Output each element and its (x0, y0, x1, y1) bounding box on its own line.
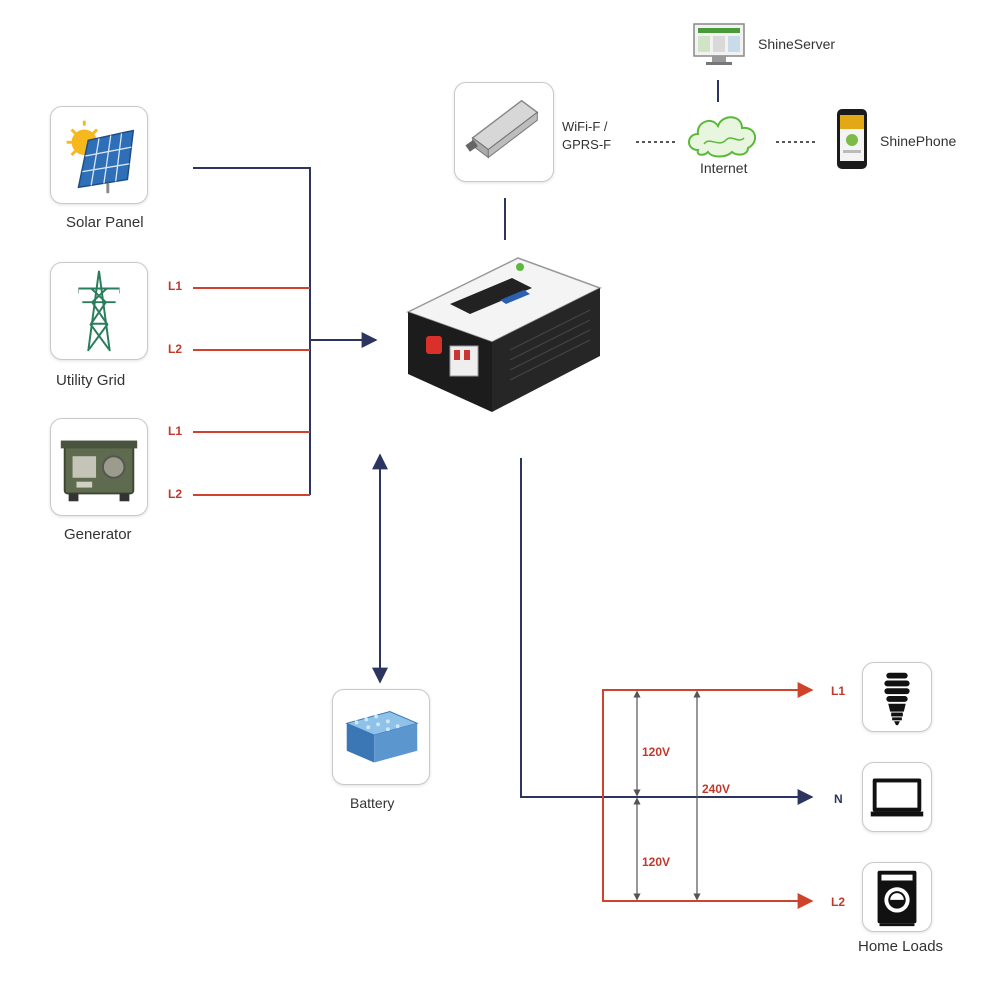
output-l2-line (602, 797, 814, 909)
monitor-icon (693, 23, 745, 65)
datalogger-label-line1: WiFi-F / (562, 119, 608, 134)
voltage-lower-label: 120V (642, 855, 671, 869)
battery-icon (345, 711, 419, 763)
datalogger-label-line2: GPRS-F (562, 137, 612, 152)
voltage-upper-label: 120V (642, 745, 671, 759)
light-load-card (862, 662, 932, 732)
home-loads-label: Home Loads (858, 938, 944, 955)
load-l2-label: L2 (831, 895, 846, 909)
television-icon (870, 778, 924, 817)
generator-icon (60, 440, 138, 502)
voltage-total-label: 240V (702, 782, 731, 796)
washer-load-card (862, 862, 932, 932)
solar-panel-icon (66, 120, 135, 194)
generator-label: Generator (64, 526, 132, 543)
light-bulb-icon (884, 672, 910, 726)
wifi-module-icon (465, 99, 539, 159)
grid-l1-label: L1 (168, 279, 183, 293)
battery-label: Battery (350, 795, 395, 811)
datalogger-label: WiFi-F / GPRS-F (562, 118, 611, 154)
load-l1-label: L1 (831, 684, 846, 698)
generator-l2-label: L2 (168, 487, 183, 501)
datalogger-card (454, 82, 554, 182)
smartphone-icon (837, 109, 867, 169)
output-neutral-line (520, 458, 814, 805)
washing-machine-icon (877, 870, 917, 927)
battery-card (332, 689, 430, 785)
tv-load-card (862, 762, 932, 832)
cloud-icon (688, 116, 757, 158)
shineserver-label: ShineServer (758, 36, 836, 52)
load-n-label: N (834, 792, 843, 806)
utility-grid-label: Utility Grid (56, 372, 126, 389)
transmission-tower-icon (77, 270, 121, 352)
solar-panel-card (50, 106, 148, 204)
utility-grid-card (50, 262, 148, 360)
generator-card (50, 418, 148, 516)
output-l1-line (602, 682, 814, 797)
solar-dc-line (193, 167, 311, 495)
generator-l1-label: L1 (168, 424, 183, 438)
grid-l2-label: L2 (168, 342, 183, 356)
internet-label: Internet (700, 160, 748, 176)
shinephone-label: ShinePhone (880, 133, 957, 149)
inverter-icon (406, 257, 602, 412)
solar-panel-label: Solar Panel (66, 214, 144, 231)
